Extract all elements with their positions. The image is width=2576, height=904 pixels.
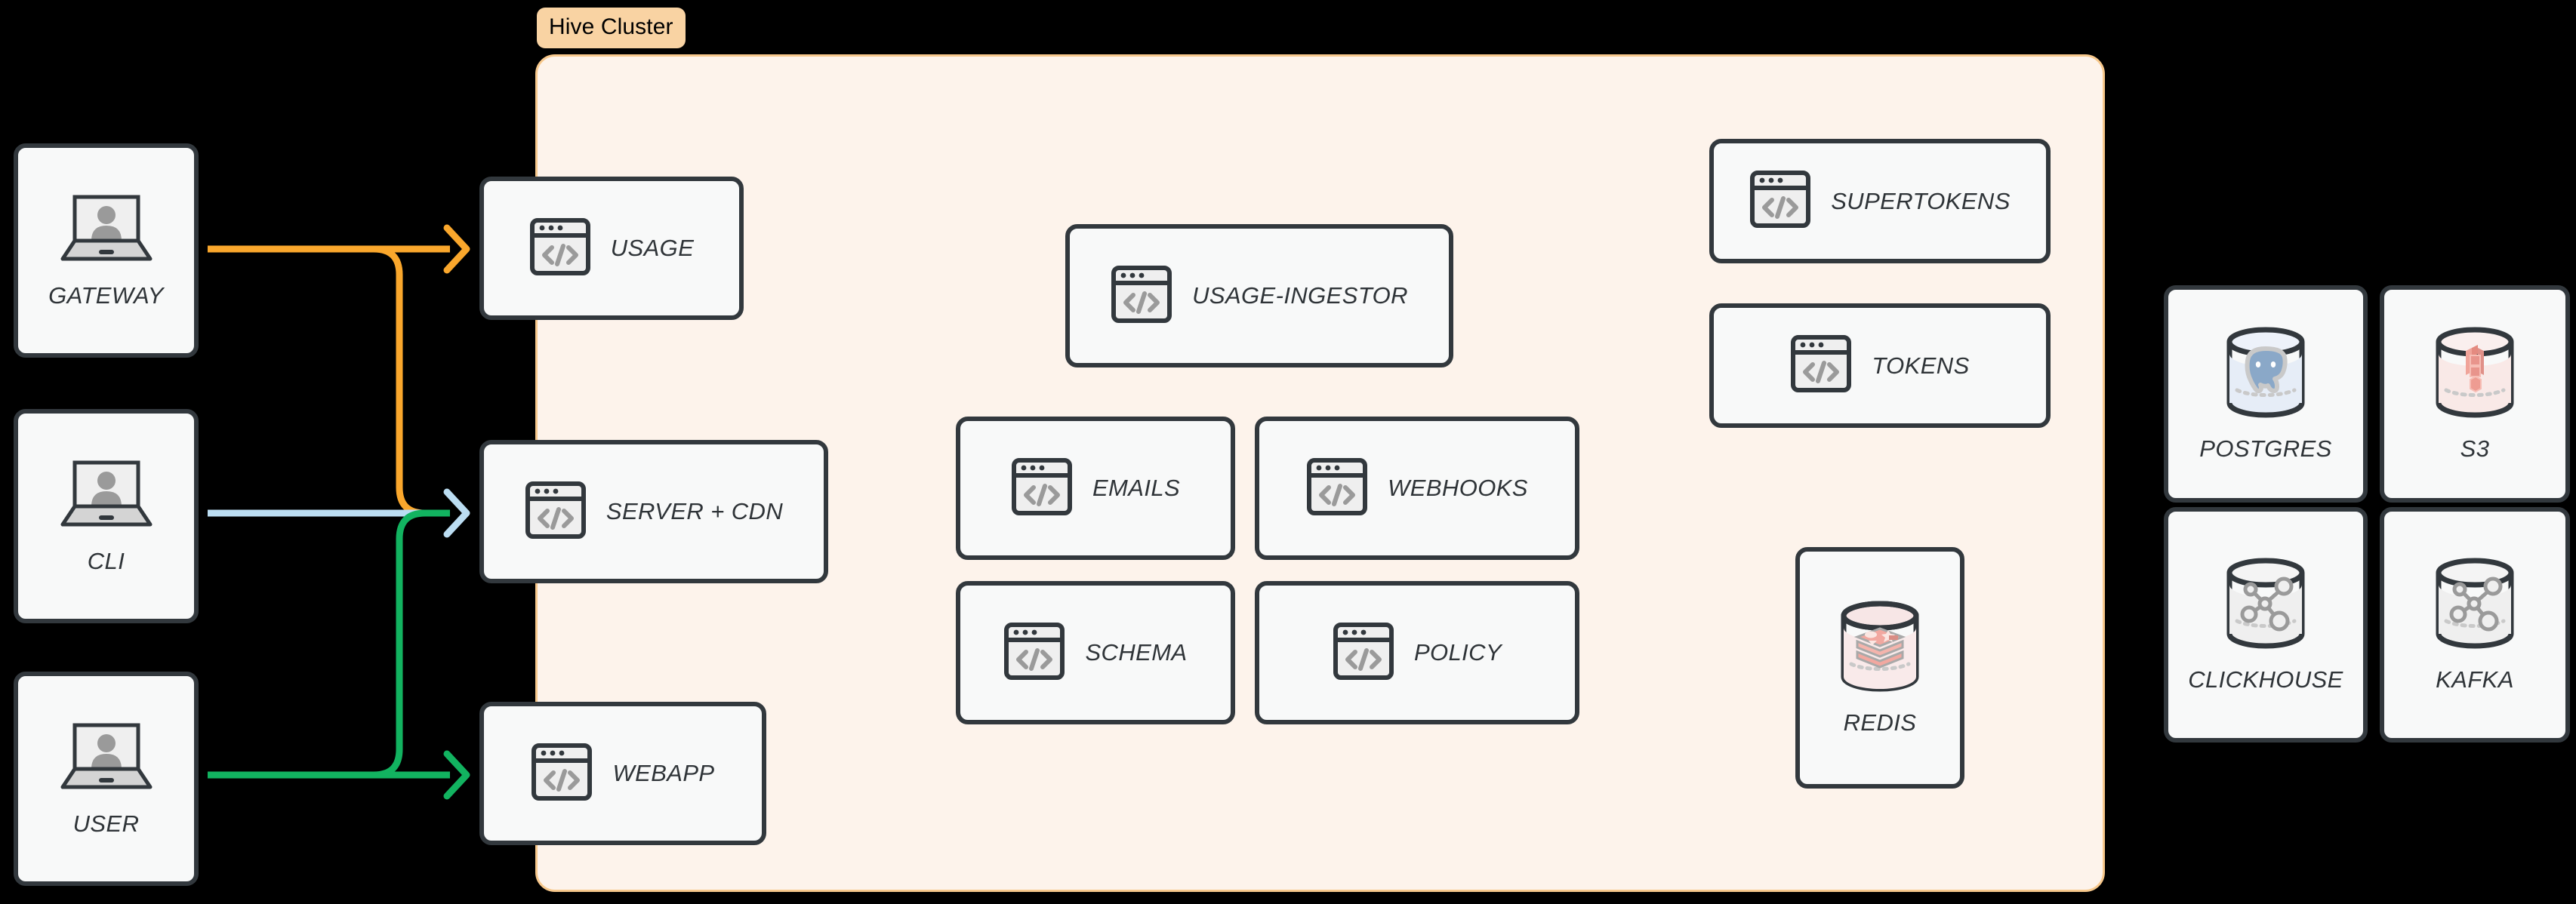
node-usage-ingestor[interactable]: USAGE-INGESTOR [1065, 224, 1453, 367]
edge-user-to-server-cdn [373, 509, 450, 779]
node-schema[interactable]: SCHEMA [956, 581, 1235, 724]
edge-user-to-webapp [208, 750, 470, 800]
node-redis[interactable]: REDIS [1795, 547, 1964, 789]
code-window-icon [1749, 168, 1811, 234]
node-gateway[interactable]: GATEWAY [14, 143, 199, 358]
laptop-user-icon [58, 192, 155, 270]
node-label: SUPERTOKENS [1831, 187, 2011, 214]
code-window-icon [1306, 456, 1368, 521]
s3-database-icon [2430, 325, 2520, 423]
edge-cli-to-server-cdn [208, 488, 470, 538]
node-webhooks[interactable]: WEBHOOKS [1255, 417, 1579, 560]
node-webapp[interactable]: WEBAPP [479, 702, 766, 845]
laptop-user-icon [58, 721, 155, 798]
redis-database-icon [1835, 599, 1925, 697]
node-label: SERVER + CDN [605, 498, 784, 524]
hive-cluster-badge: Hive Cluster [537, 8, 686, 48]
node-emails[interactable]: EMAILS [956, 417, 1235, 560]
code-window-icon [1333, 620, 1394, 686]
node-label: CLICKHOUSE [2188, 666, 2343, 693]
node-usage[interactable]: USAGE [479, 177, 744, 320]
node-user[interactable]: USER [14, 672, 199, 886]
node-label: USAGE-INGESTOR [1192, 282, 1408, 309]
edge-gateway-to-usage [208, 224, 470, 274]
node-label: WEBHOOKS [1388, 475, 1528, 501]
edge-gateway-to-server-cdn [373, 245, 450, 517]
node-server-cdn[interactable]: SERVER + CDN [479, 440, 828, 583]
node-label: S3 [2460, 435, 2490, 462]
laptop-user-icon [58, 458, 155, 536]
code-window-icon [1111, 263, 1172, 329]
graph-database-icon [2220, 556, 2311, 654]
node-clickhouse[interactable]: CLICKHOUSE [2164, 507, 2368, 743]
node-label: USAGE [610, 235, 695, 261]
node-label: GATEWAY [48, 281, 164, 309]
node-supertokens[interactable]: SUPERTOKENS [1709, 139, 2051, 263]
node-tokens[interactable]: TOKENS [1709, 303, 2051, 428]
node-label: REDIS [1843, 709, 1917, 736]
node-label: SCHEMA [1085, 639, 1188, 666]
node-label: POLICY [1413, 639, 1502, 666]
node-label: KAFKA [2436, 666, 2514, 693]
node-label: USER [72, 810, 140, 837]
code-window-icon [1003, 620, 1065, 686]
node-kafka[interactable]: KAFKA [2380, 507, 2570, 743]
node-label: CLI [87, 547, 125, 574]
code-window-icon [1790, 333, 1852, 398]
node-s3[interactable]: S3 [2380, 285, 2570, 503]
postgres-database-icon [2220, 325, 2311, 423]
node-label: WEBAPP [612, 760, 715, 786]
node-policy[interactable]: POLICY [1255, 581, 1579, 724]
code-window-icon [525, 479, 587, 545]
node-label: EMAILS [1092, 475, 1181, 501]
code-window-icon [529, 216, 591, 281]
graph-database-icon [2430, 556, 2520, 654]
node-label: POSTGRES [2199, 435, 2332, 462]
node-postgres[interactable]: POSTGRES [2164, 285, 2368, 503]
node-label: TOKENS [1872, 352, 1970, 379]
code-window-icon [531, 741, 593, 807]
code-window-icon [1011, 456, 1073, 521]
node-cli[interactable]: CLI [14, 409, 199, 623]
